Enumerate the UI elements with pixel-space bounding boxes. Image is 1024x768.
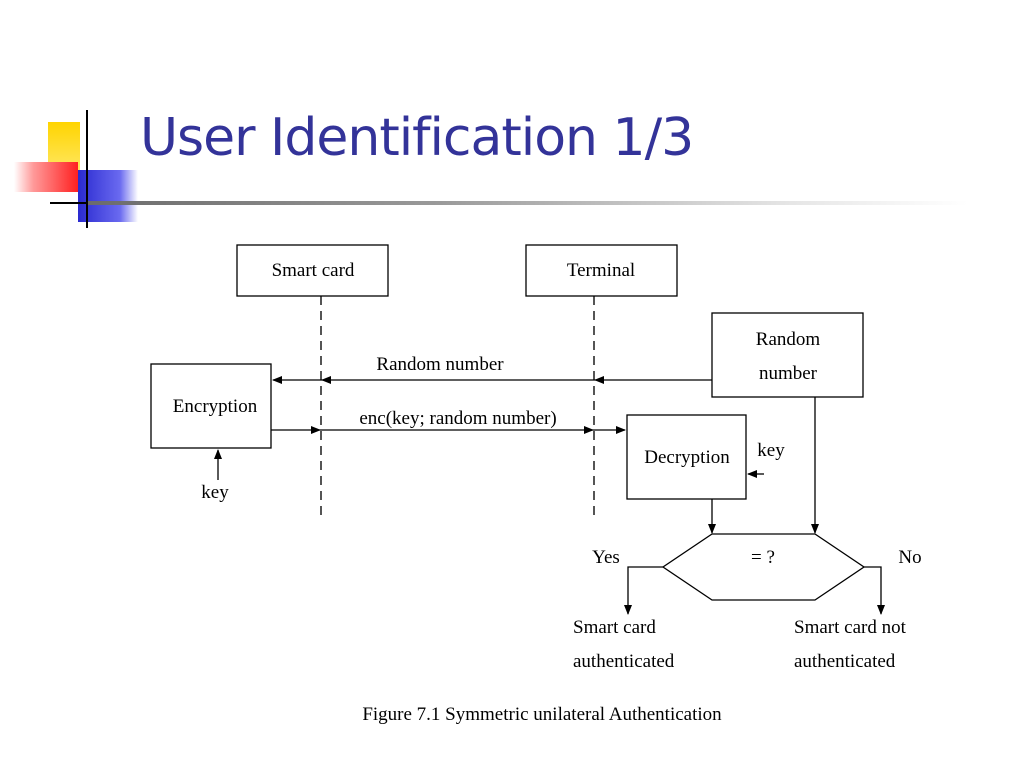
terminal-label: Terminal [567,260,635,281]
terminal-box: Terminal [525,244,678,297]
not-authenticated-result-line1: Smart card not [794,617,907,638]
logo-vertical-line [86,110,88,228]
random-number-box-line1: Random [756,329,821,350]
random-number-message: Random number [376,354,504,375]
arrowhead-smart-card [321,376,331,384]
arrowhead-enc-smart-card [311,426,321,434]
enc-message: enc(key; random number) [359,408,556,429]
title-underline [88,201,968,205]
decryption-box: Decryption [626,414,747,500]
not-authenticated-result-line2: authenticated [794,651,896,672]
yes-label: Yes [592,547,620,568]
compare-label: = ? [751,547,775,568]
key-label-left: key [201,482,229,503]
arrowhead-terminal [594,376,604,384]
authenticated-result-line1: Smart card [573,617,656,638]
logo-decoration [0,0,140,230]
yes-branch-arrow [624,566,663,615]
encryption-label: Encryption [173,396,258,417]
smart-card-label: Smart card [272,260,355,281]
no-label: No [898,547,921,568]
slide-title: User Identification 1/3 [140,108,694,168]
encryption-box: Encryption [150,363,272,449]
random-number-box-line2: number [759,363,818,384]
smart-card-box: Smart card [236,244,389,297]
logo-blue-square [78,170,138,222]
key-label-right: key [757,440,785,461]
no-branch-arrow [864,566,885,615]
arrowhead-enc-terminal [584,426,594,434]
logo-red-bar [14,162,78,192]
random-number-box: Random number [711,312,864,398]
compare-hexagon: = ? [661,533,866,601]
decryption-label: Decryption [644,447,730,468]
authenticated-result-line2: authenticated [573,651,675,672]
figure-caption: Figure 7.1 Symmetric unilateral Authenti… [362,704,722,725]
